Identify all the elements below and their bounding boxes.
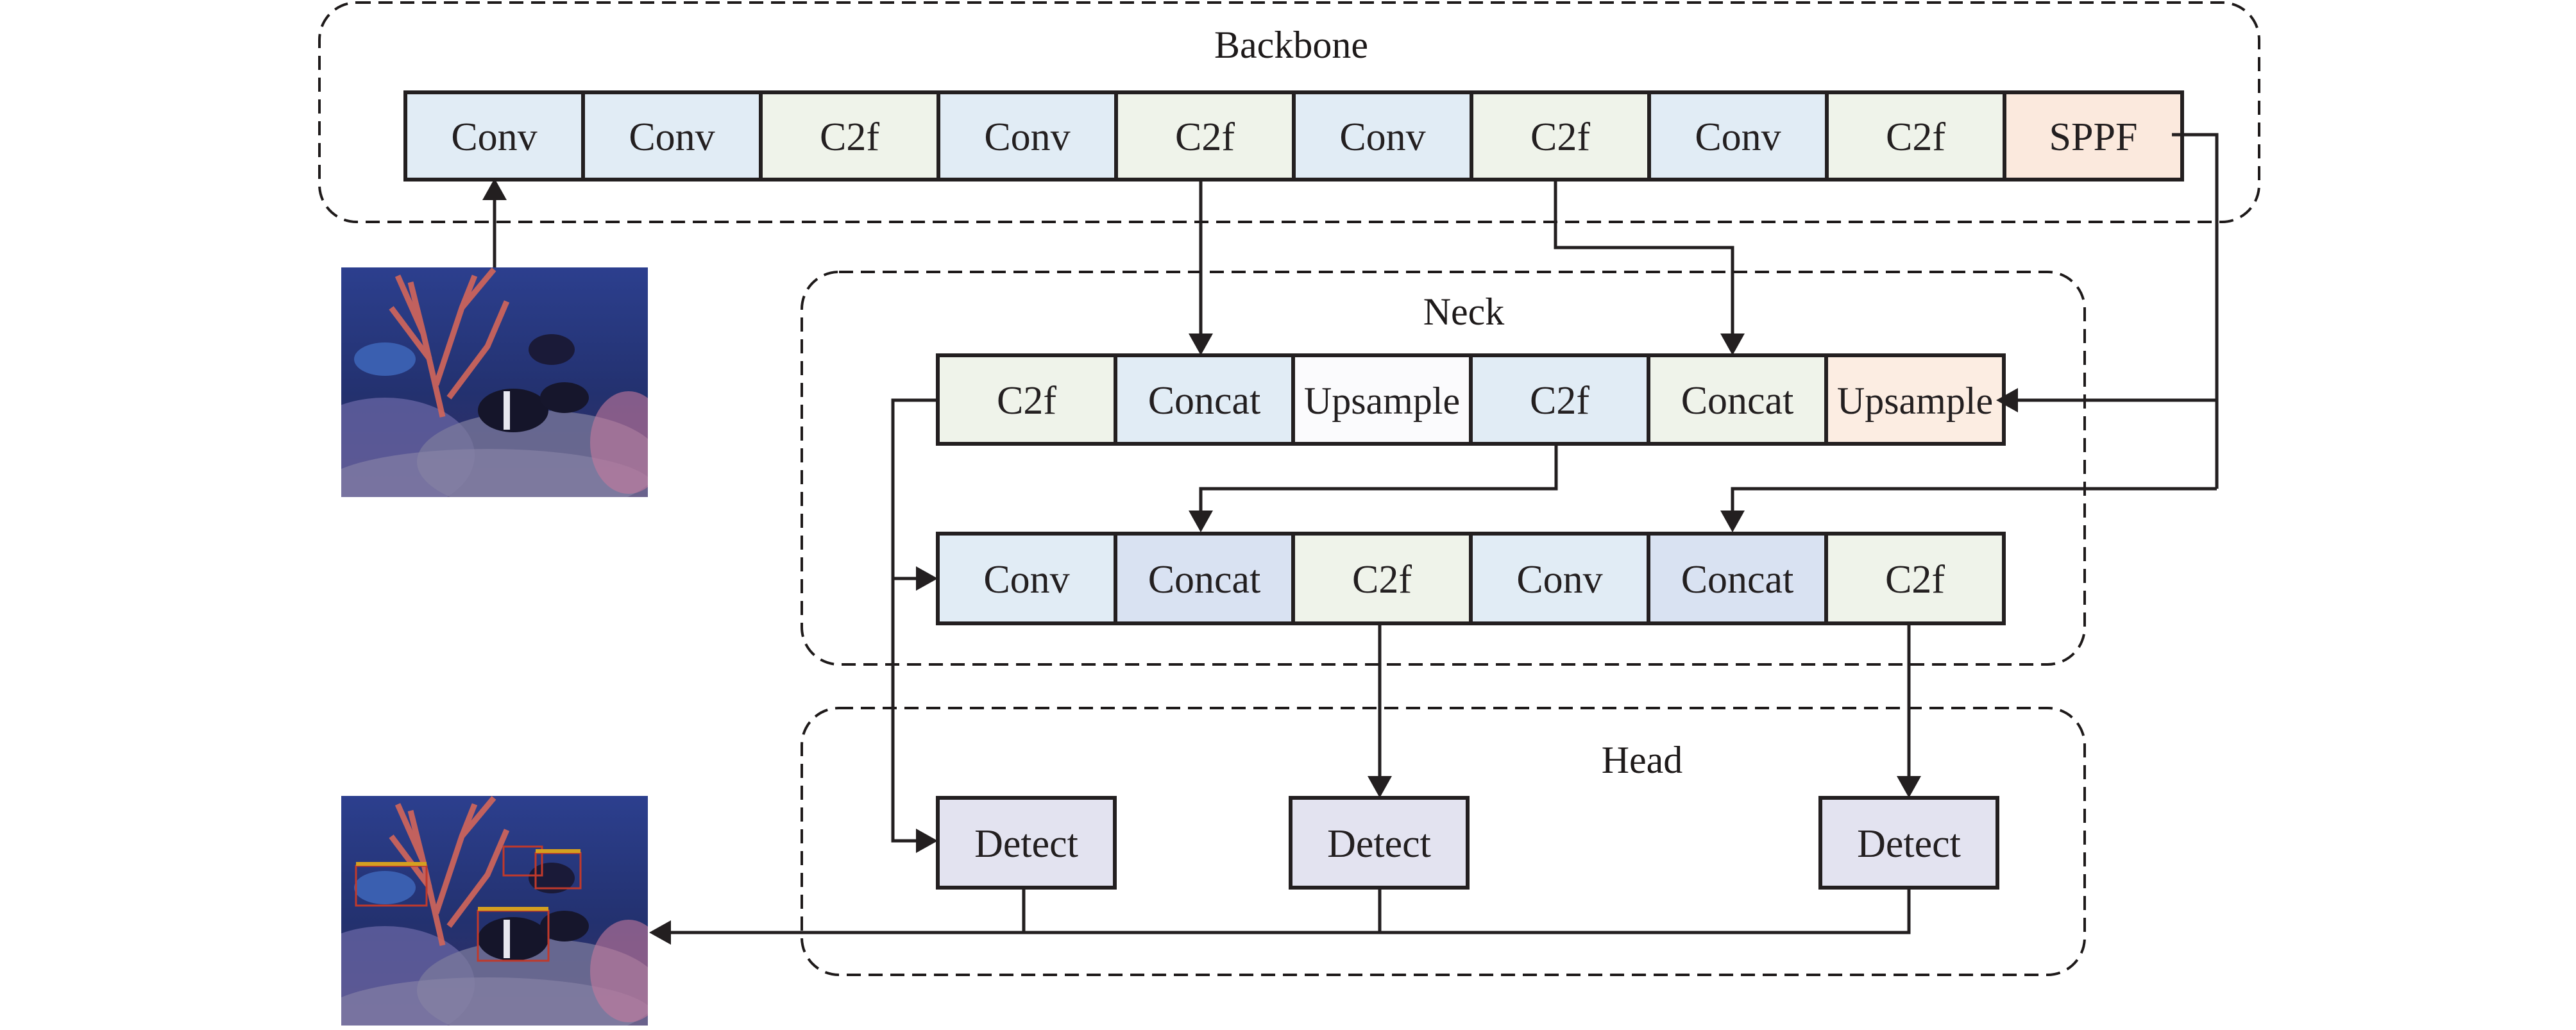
neck-bottom-block-label: C2f xyxy=(1352,558,1412,602)
neck-top-block-upsample-6: Upsample xyxy=(1824,353,2006,446)
arrowheads xyxy=(482,178,2018,945)
neck-bottom-block-conv-1: Conv xyxy=(936,532,1117,625)
neck-top-block-c2f-4: C2f xyxy=(1469,353,1650,446)
head-block-label: Detect xyxy=(1327,822,1431,866)
neck-bottom-block-conv-4: Conv xyxy=(1469,532,1650,625)
backbone-block-conv-8: Conv xyxy=(1647,90,1829,182)
input-aquarium-image xyxy=(341,267,648,497)
backbone-block-sppf-10: SPPF xyxy=(2003,90,2184,182)
backbone-block-label: Conv xyxy=(451,115,537,159)
backbone-block-label: C2f xyxy=(820,115,879,159)
backbone-block-c2f-7: C2f xyxy=(1470,90,1651,182)
backbone-block-label: Conv xyxy=(1339,115,1425,159)
neck-top-block-concat-5: Concat xyxy=(1647,353,1828,446)
backbone-block-c2f-9: C2f xyxy=(1825,90,2006,182)
head-label: Head xyxy=(1602,739,1683,781)
backbone-region xyxy=(318,1,2260,223)
backbone-block-conv-6: Conv xyxy=(1292,90,1473,182)
head-block-detect-1: Detect xyxy=(936,796,1117,890)
backbone-block-c2f-5: C2f xyxy=(1114,90,1296,182)
head-detect-row: Detect Detect Detect xyxy=(936,796,1999,890)
backbone-block-label: Conv xyxy=(629,115,715,159)
head-block-detect-3: Detect xyxy=(1818,796,1999,890)
neck-top-block-label: C2f xyxy=(1530,379,1589,423)
neck-bottom-block-c2f-6: C2f xyxy=(1824,532,2006,625)
neck-bottom-block-label: Conv xyxy=(1516,558,1602,602)
backbone-layer-row: Conv Conv C2f Conv C2f Conv C2f Conv C2f SPPF xyxy=(403,90,2184,182)
neck-top-block-label: Upsample xyxy=(1304,380,1460,422)
head-region xyxy=(801,707,2086,976)
neck-bottom-block-label: C2f xyxy=(1885,558,1945,602)
neck-top-block-label: Concat xyxy=(1148,379,1261,423)
neck-top-block-c2f-1: C2f xyxy=(936,353,1117,446)
neck-top-block-label: Concat xyxy=(1681,379,1794,423)
backbone-block-conv-2: Conv xyxy=(581,90,763,182)
connector-lines xyxy=(493,133,2219,934)
neck-bottom-row: Conv Concat C2f Conv Concat C2f xyxy=(936,532,2006,625)
neck-top-row: C2f Concat Upsample C2f Concat Upsample xyxy=(936,353,2006,446)
neck-bottom-block-label: Concat xyxy=(1681,558,1794,602)
head-block-detect-2: Detect xyxy=(1289,796,1470,890)
backbone-block-label: C2f xyxy=(1886,115,1945,159)
neck-bottom-block-concat-5: Concat xyxy=(1647,532,1828,625)
neck-top-block-upsample-3: Upsample xyxy=(1291,353,1473,446)
backbone-block-c2f-3: C2f xyxy=(759,90,940,182)
output-detection-image xyxy=(341,796,648,1026)
backbone-block-label: SPPF xyxy=(2049,115,2138,159)
neck-bottom-block-label: Concat xyxy=(1148,558,1261,602)
backbone-block-label: C2f xyxy=(1175,115,1235,159)
backbone-block-label: C2f xyxy=(1530,115,1590,159)
neck-bottom-block-concat-2: Concat xyxy=(1114,532,1295,625)
backbone-block-label: Conv xyxy=(1695,115,1781,159)
backbone-block-conv-4: Conv xyxy=(936,90,1118,182)
neck-bottom-block-c2f-3: C2f xyxy=(1291,532,1473,625)
backbone-block-label: Conv xyxy=(984,115,1070,159)
head-block-label: Detect xyxy=(1857,822,1961,866)
neck-region xyxy=(801,271,2086,666)
head-block-label: Detect xyxy=(974,822,1078,866)
backbone-label: Backbone xyxy=(1214,24,1368,66)
neck-top-block-label: Upsample xyxy=(1837,380,1993,422)
neck-label: Neck xyxy=(1423,291,1505,333)
neck-top-block-concat-2: Concat xyxy=(1114,353,1295,446)
backbone-block-conv-1: Conv xyxy=(403,90,585,182)
neck-bottom-block-label: Conv xyxy=(983,558,1069,602)
neck-top-block-label: C2f xyxy=(997,379,1056,423)
